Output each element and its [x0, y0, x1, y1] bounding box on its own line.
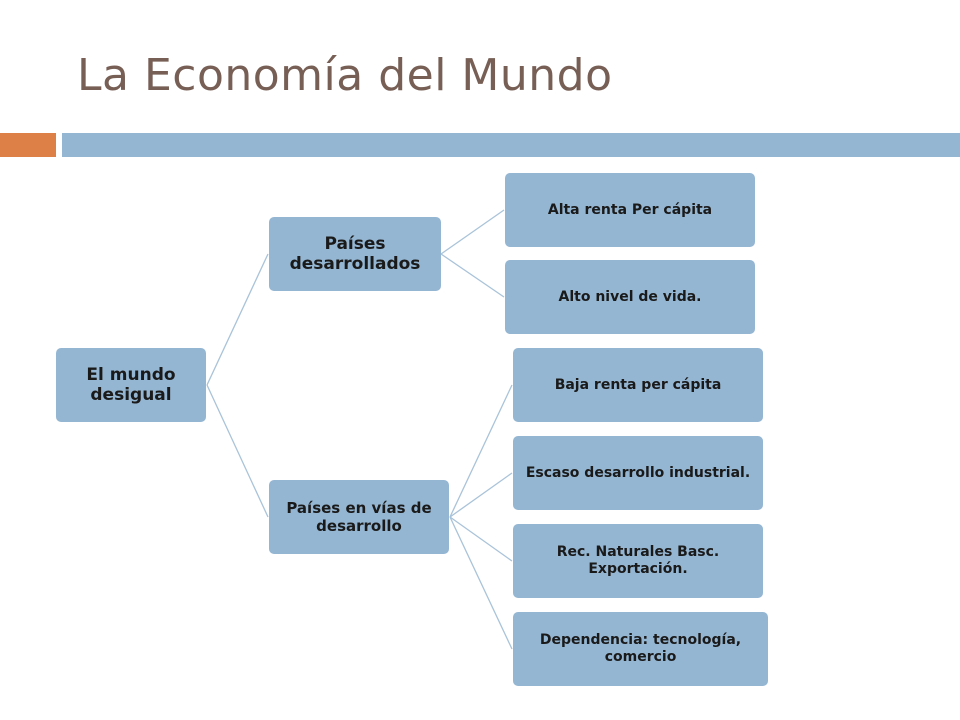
- node-root-unequal-world: El mundo desigual: [56, 348, 206, 422]
- connector-developing-industry: [449, 472, 513, 518]
- node-developing-countries: Países en vías de desarrollo: [269, 480, 449, 554]
- title-divider-bar: [62, 133, 960, 157]
- node-dependency-technology-trade: Dependencia: tecnología, comercio: [513, 612, 768, 686]
- connector-developing-low-income: [449, 384, 513, 518]
- connector-root-developing: [206, 384, 269, 518]
- node-low-per-capita-income: Baja renta per cápita: [513, 348, 763, 422]
- title-accent-bar: [0, 133, 56, 157]
- connector-developed-high-income: [440, 209, 505, 255]
- node-high-per-capita-income: Alta renta Per cápita: [505, 173, 755, 247]
- node-high-living-standard: Alto nivel de vida.: [505, 260, 755, 334]
- connector-developing-resources: [449, 516, 513, 562]
- node-low-industrial-development: Escaso desarrollo industrial.: [513, 436, 763, 510]
- slide-title: La Economía del Mundo: [77, 50, 613, 101]
- node-natural-resources-export: Rec. Naturales Basc. Exportación.: [513, 524, 763, 598]
- node-developed-countries: Países desarrollados: [269, 217, 441, 291]
- connector-developed-living-standard: [440, 253, 505, 298]
- connector-developing-dependency: [449, 516, 513, 650]
- connector-root-developed: [206, 253, 269, 386]
